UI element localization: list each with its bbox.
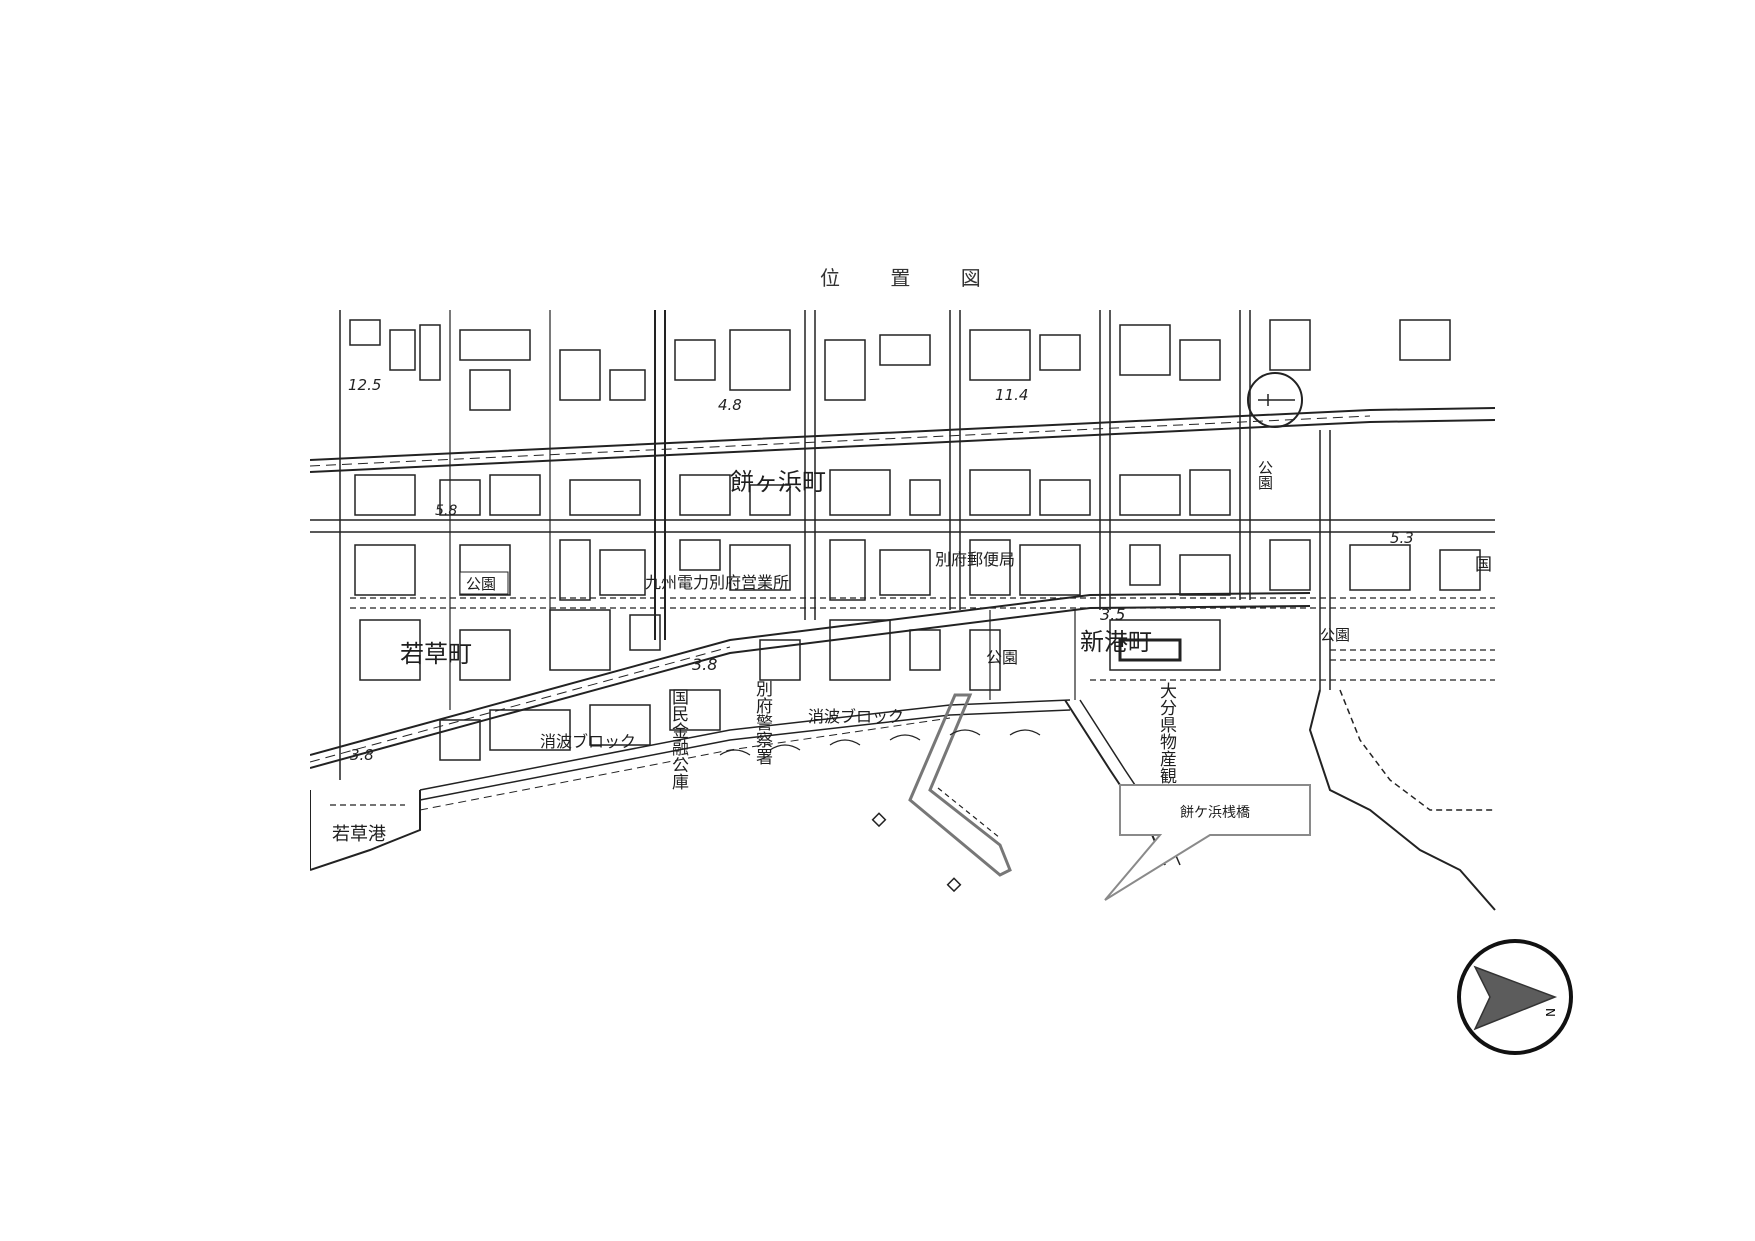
park-label-4: 公園	[1256, 460, 1274, 490]
svg-text:公園: 公園	[466, 575, 496, 593]
pier-callout-label: 餅ケ浜桟橋	[1180, 804, 1250, 821]
park-label-3: 公園	[1320, 626, 1350, 644]
park-label-2: 公園	[986, 648, 1018, 667]
breakwater-label-east: 消波ブロック	[808, 707, 904, 726]
elevation-2: 4.8	[718, 396, 742, 414]
elevation-7: 3.8	[692, 655, 717, 674]
map-streets	[310, 310, 1495, 801]
page-title: 位 置 図	[820, 266, 1003, 290]
kuni-label: 国	[1475, 555, 1492, 575]
district-label-shinko: 新港町	[1080, 628, 1152, 656]
elevation-3: 11.4	[995, 386, 1028, 404]
svg-text:公園: 公園	[1320, 626, 1350, 644]
facility-label-oita-pavilion: 大分県物産観光館	[1156, 682, 1177, 818]
facility-label-post-office: 別府郵便局	[935, 550, 1015, 569]
map-buildings	[349, 319, 1481, 761]
location-map: 餅ヶ浜町 若草町 新港町 九州電力別府営業所 別府郵便局 別府警察署 国民金融公…	[310, 310, 1496, 911]
svg-text:公園: 公園	[986, 648, 1018, 667]
district-label-mochigahama: 餅ヶ浜町	[730, 468, 826, 496]
pier-callout: 餅ケ浜桟橋	[1104, 784, 1311, 901]
elevation-4: 5.8	[435, 503, 457, 519]
park-label-1: 公園	[459, 571, 509, 595]
facility-label-police: 別府警察署	[752, 680, 773, 765]
north-arrow-icon: N	[1457, 939, 1573, 1055]
north-label: N	[1543, 1008, 1557, 1017]
svg-text:公園: 公園	[1256, 460, 1274, 490]
district-label-wakakusa: 若草町	[400, 640, 472, 668]
facility-label-kyushu-electric: 九州電力別府営業所	[645, 573, 789, 592]
harbor-label: 若草港	[332, 824, 386, 845]
elevation-5: 5.3	[1390, 529, 1414, 547]
map-harbor	[310, 372, 1496, 911]
elevation-6: 3.5	[1100, 605, 1125, 624]
park-label-5: 公園	[1350, 618, 1378, 634]
elevation-1: 12.5	[348, 376, 381, 394]
breakwater-label-west: 消波ブロック	[540, 732, 636, 751]
facility-label-finance: 国民金融公庫	[668, 688, 689, 790]
elevation-8: 3.8	[350, 746, 374, 764]
